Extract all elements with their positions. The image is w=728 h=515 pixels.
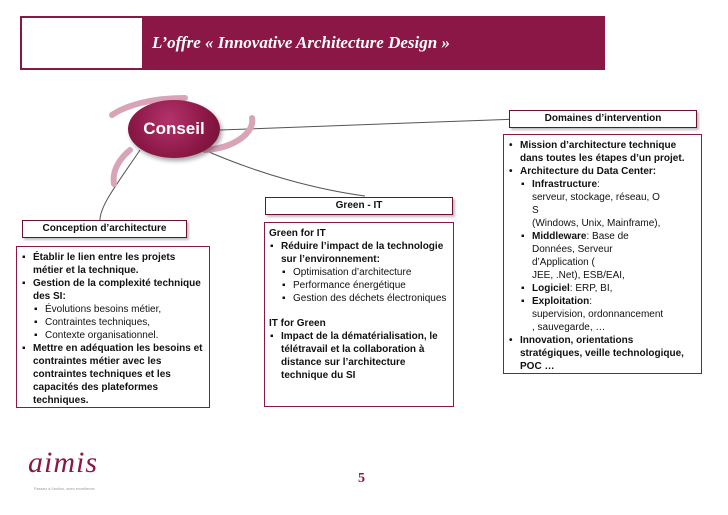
list-item: ▪Contexte organisationnel. xyxy=(34,330,159,341)
banner-inset xyxy=(22,18,142,68)
green-for-it-title: Green for IT xyxy=(269,228,326,239)
list-item: ▪Impact de la dématérialisation, le télé… xyxy=(270,331,438,381)
list-item: •Mission d’architecture technique dans t… xyxy=(509,140,685,164)
connector-conception xyxy=(99,149,141,221)
swoosh-right xyxy=(202,115,256,153)
list-item: •Architecture du Data Center: xyxy=(509,166,657,177)
swoosh-left xyxy=(110,147,133,187)
list-item: ▪Infrastructure: serveur, stockage, rése… xyxy=(521,179,661,229)
list-item: ▪Performance énergétique xyxy=(282,280,406,291)
list-item: ▪Middleware: Base de Données, Serveur d’… xyxy=(521,231,629,281)
domaines-header: Domaines d’intervention xyxy=(509,110,697,128)
list-item: ▪Exploitation: supervision, ordonnanceme… xyxy=(521,296,664,333)
logo-tagline: Passez à l’action, avec excellence xyxy=(34,486,95,491)
conseil-label: Conseil xyxy=(143,119,205,138)
green-it-box: Green for IT ▪Réduire l’impact de la tec… xyxy=(264,222,454,407)
company-logo: aimis Passez à l’action, avec excellence xyxy=(28,446,138,496)
list-item: ▪Réduire l’impact de la technologie sur … xyxy=(270,241,444,265)
list-item: ▪Gestion des déchets électroniques xyxy=(282,293,447,304)
list-item: ▪Gestion de la complexité technique des … xyxy=(22,278,201,302)
domaines-box: •Mission d’architecture technique dans t… xyxy=(503,134,702,374)
list-item: ▪Optimisation d’architecture xyxy=(282,267,412,278)
list-item: ▪Mettre en adéquation les besoins et con… xyxy=(22,343,203,406)
connector-right xyxy=(219,117,546,131)
swoosh-top xyxy=(109,95,188,118)
conception-header: Conception d’architecture xyxy=(22,220,187,238)
list-item: ▪Établir le lien entre les projets métie… xyxy=(22,252,176,276)
list-item: ▪Contraintes techniques, xyxy=(34,317,151,328)
page-title: L’offre « Innovative Architecture Design… xyxy=(152,33,450,52)
list-item: ▪Évolutions besoins métier, xyxy=(34,304,162,315)
conseil-bubble: Conseil xyxy=(128,100,220,158)
connector-green xyxy=(199,147,366,197)
page-number: 5 xyxy=(358,471,365,486)
green-it-header: Green - IT xyxy=(265,197,453,215)
list-item: •Innovation, orientations stratégiques, … xyxy=(509,335,684,372)
logo-text: aimis xyxy=(28,446,99,479)
it-for-green-title: IT for Green xyxy=(269,318,326,329)
list-item: ▪Logiciel: ERP, BI, xyxy=(521,283,613,294)
conception-box: ▪Établir le lien entre les projets métie… xyxy=(16,246,210,408)
